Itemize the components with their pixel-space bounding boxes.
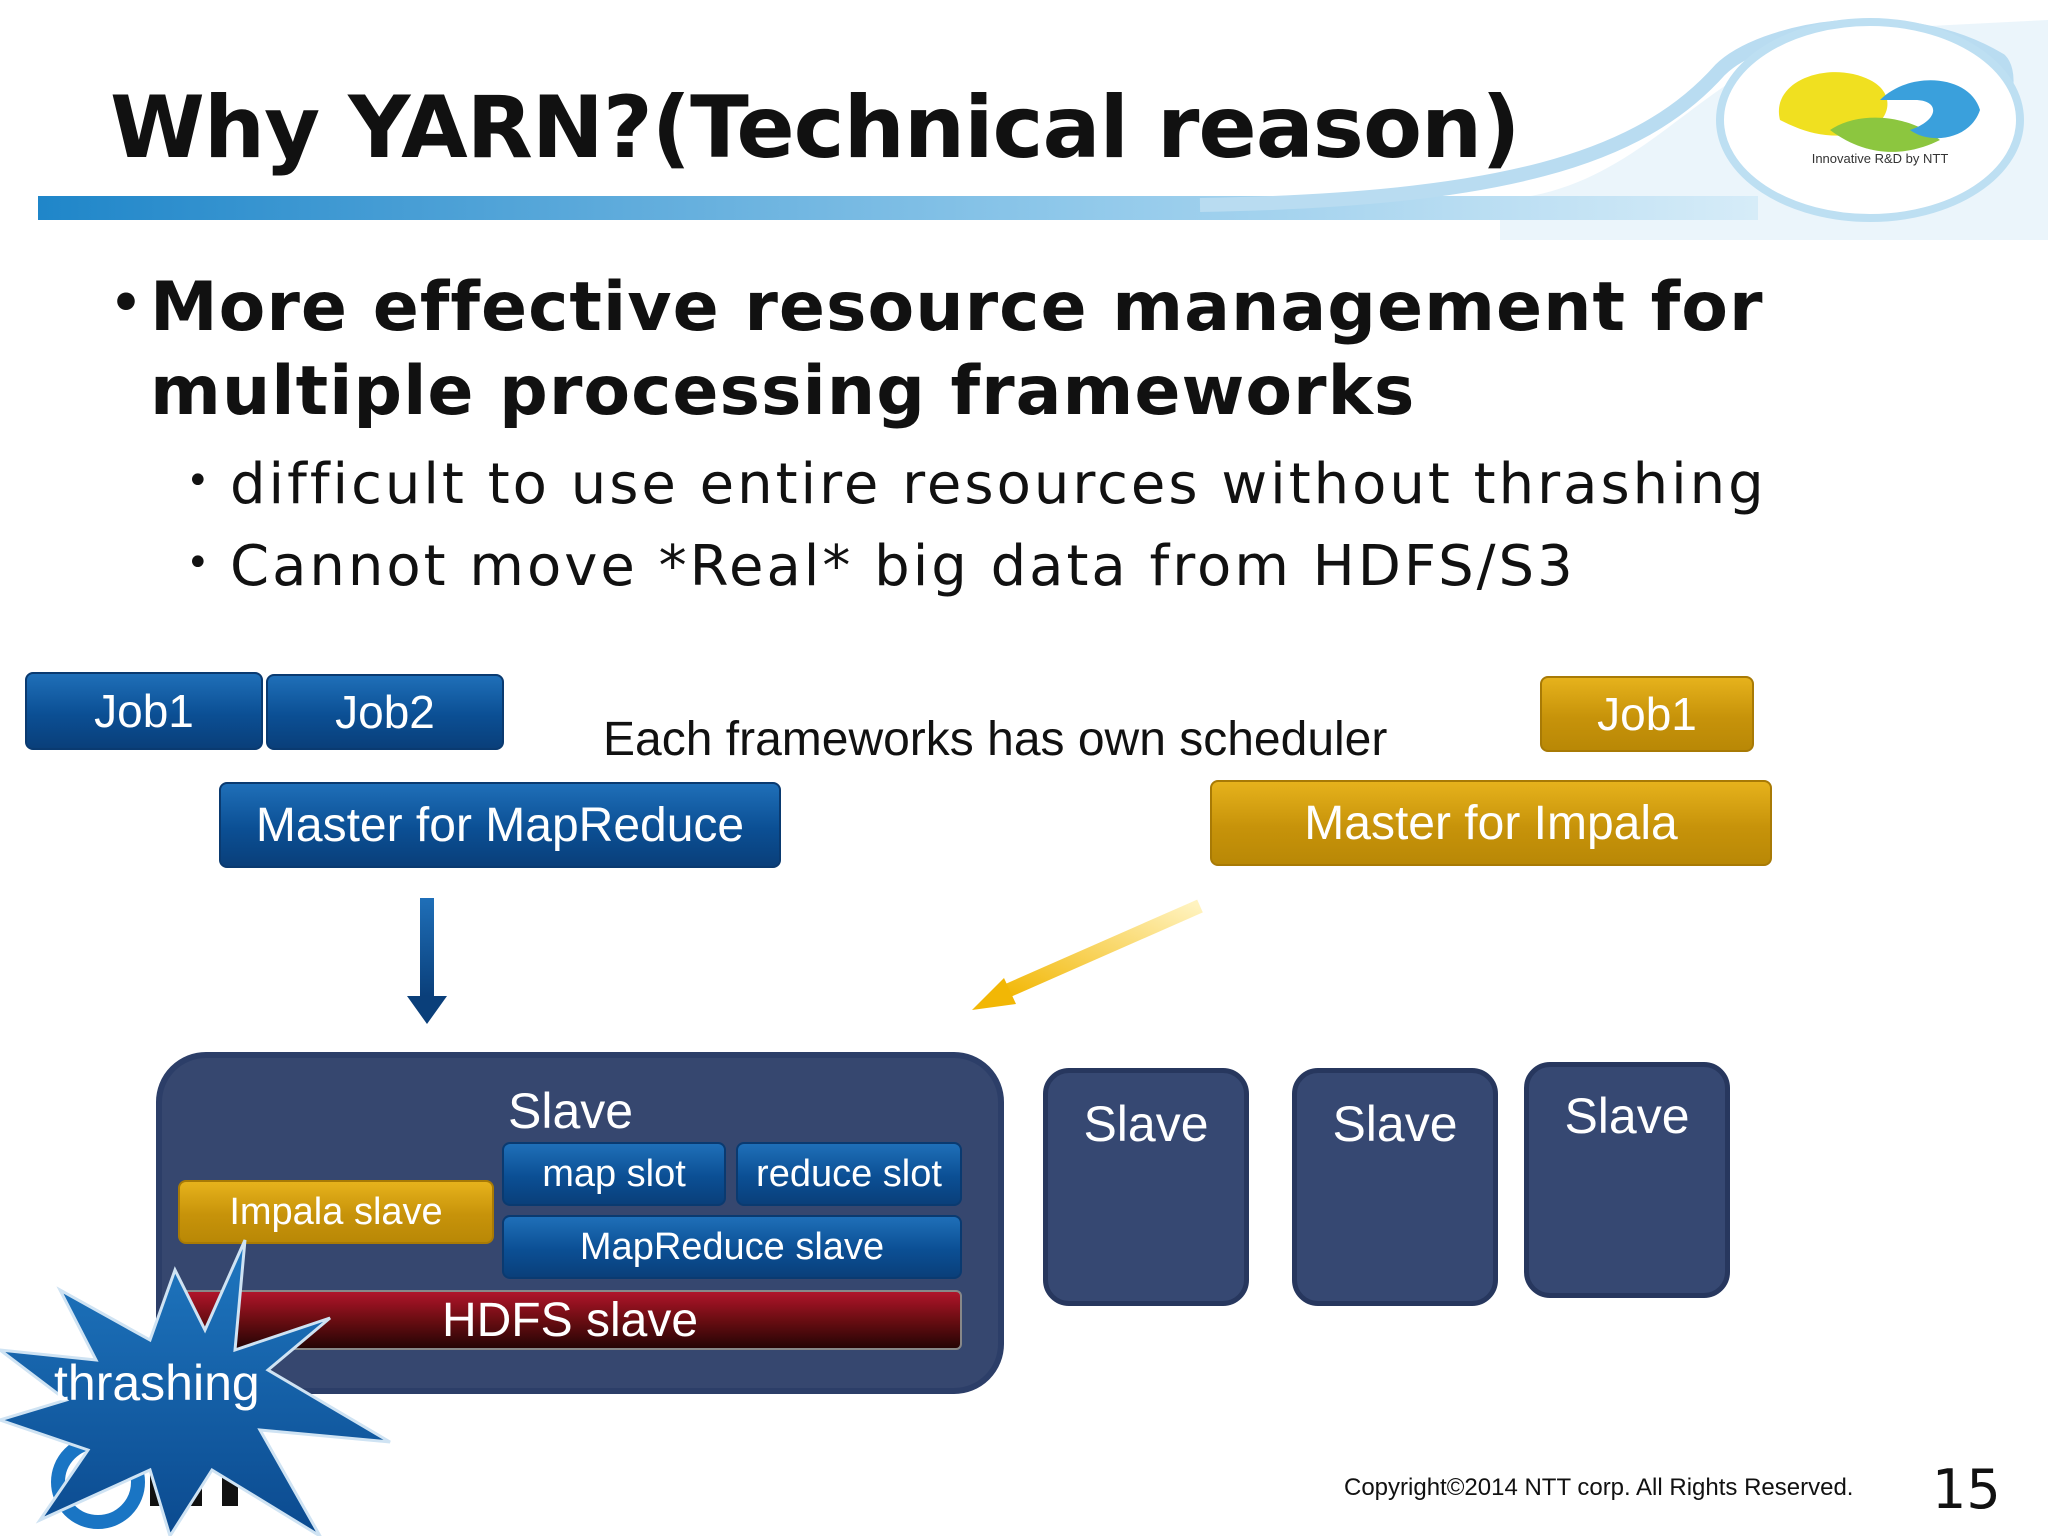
main-bullet-line1: More effective resource management for xyxy=(150,268,1764,347)
mapreduce-down-arrow-icon xyxy=(407,898,447,1024)
bullet-dot: • xyxy=(110,274,143,332)
reduce-slot-box: reduce slot xyxy=(736,1142,962,1206)
sub-bullet-text: Cannot move *Real* big data from HDFS/S3 xyxy=(230,534,1576,599)
mapreduce-job2-box: Job2 xyxy=(266,674,504,750)
main-bullet-line2: multiple processing frameworks xyxy=(150,352,1416,431)
page-number: 15 xyxy=(1932,1458,2001,1521)
copyright-text: Copyright©2014 NTT corp. All Rights Rese… xyxy=(1344,1474,1854,1501)
impala-job1-box: Job1 xyxy=(1540,676,1754,752)
mapreduce-slave-box: MapReduce slave xyxy=(502,1215,962,1279)
slave-node: Slave xyxy=(1524,1062,1730,1298)
impala-master-box: Master for Impala xyxy=(1210,780,1772,866)
sub-bullet-text: difficult to use entire resources withou… xyxy=(230,452,1767,517)
slave-node-label: Slave xyxy=(1564,1088,1690,1144)
hdfs-slave-box: HDFS slave xyxy=(178,1290,962,1350)
main-slave-label: Slave xyxy=(508,1083,634,1139)
thrashing-burst-icon xyxy=(0,1239,391,1536)
logo-tagline: Innovative R&D by NTT xyxy=(1811,151,1949,166)
map-slot-box: map slot xyxy=(502,1142,726,1206)
thrashing-label: thrashing xyxy=(54,1355,260,1411)
mapreduce-job1-box: Job1 xyxy=(25,672,263,750)
bullet-dot: • xyxy=(186,458,213,504)
slave-node: Slave xyxy=(1043,1068,1249,1306)
slave-node-label: Slave xyxy=(1332,1096,1458,1152)
ntt-swirl-logo-icon xyxy=(1778,72,1980,152)
impala-diagonal-arrow-icon xyxy=(972,899,1203,1010)
scheduler-note: Each frameworks has own scheduler xyxy=(603,713,1388,766)
slave-node: Slave xyxy=(1292,1068,1498,1306)
impala-slave-box: Impala slave xyxy=(178,1180,494,1244)
mapreduce-master-box: Master for MapReduce xyxy=(219,782,781,868)
page-title: Why YARN?(Technical reason) xyxy=(110,78,1521,178)
slave-node-label: Slave xyxy=(1083,1096,1209,1152)
bullet-dot: • xyxy=(186,540,213,586)
